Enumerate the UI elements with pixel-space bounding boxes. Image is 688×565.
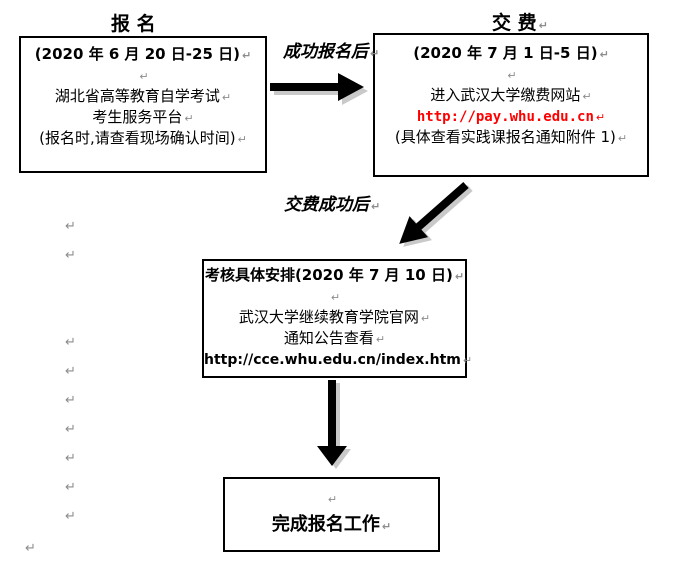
register-step-title-text: 报 名 bbox=[111, 13, 156, 35]
right-arrow-icon bbox=[270, 73, 368, 105]
return-mark-icon: ↵ bbox=[139, 70, 149, 83]
return-mark-icon: ↵ bbox=[617, 132, 628, 145]
return-mark-icon: ↵ bbox=[582, 90, 592, 103]
pay-date-line: (2020 年 7 月 1 日-5 日)↵ bbox=[375, 43, 647, 64]
return-mark-icon: ↵ bbox=[221, 91, 232, 104]
pay-to-assessment-label: 交费成功后↵ bbox=[284, 190, 380, 215]
assessment-line-1: 武汉大学继续教育学院官网↵ bbox=[204, 307, 465, 328]
assessment-line-1-text: 武汉大学继续教育学院官网 bbox=[238, 308, 419, 326]
pay-step-title: 交 费↵ bbox=[492, 8, 548, 35]
blank-line: ↵ bbox=[375, 64, 647, 85]
paragraph-mark-icon: ↵ bbox=[65, 480, 76, 495]
register-line-1-text: 湖北省高等教育自学考试 bbox=[54, 87, 220, 105]
assessment-line-2-text: 通知公告查看 bbox=[283, 329, 374, 347]
register-date-text: (2020 年 6 月 20 日-25 日) bbox=[34, 45, 240, 63]
pay-to-assessment-label-text: 交费成功后 bbox=[284, 195, 369, 215]
register-line-2-text: 考生服务平台 bbox=[92, 108, 183, 126]
return-mark-icon: ↵ bbox=[462, 354, 473, 367]
register-line-3-text: (报名时,请查看现场确认时间) bbox=[39, 129, 236, 147]
assessment-title-line: 考核具体安排(2020 年 7 月 10 日)↵ bbox=[204, 265, 465, 286]
return-mark-icon: ↵ bbox=[599, 48, 609, 61]
register-line-2: 考生服务平台↵ bbox=[21, 107, 265, 128]
return-mark-icon: ↵ bbox=[420, 312, 431, 325]
pay-line-1: 进入武汉大学缴费网站↵ bbox=[375, 85, 647, 106]
pay-url-line: http://pay.whu.edu.cn↵ bbox=[375, 106, 647, 127]
register-box: (2020 年 6 月 20 日-25 日)↵ ↵ 湖北省高等教育自学考试↵ 考… bbox=[19, 36, 267, 173]
register-line-1: 湖北省高等教育自学考试↵ bbox=[21, 86, 265, 107]
return-mark-icon: ↵ bbox=[507, 69, 517, 82]
paragraph-mark-icon: ↵ bbox=[65, 393, 76, 408]
complete-line-text: 完成报名工作 bbox=[271, 514, 380, 535]
paragraph-mark-icon: ↵ bbox=[65, 364, 76, 379]
pay-box: (2020 年 7 月 1 日-5 日)↵ ↵ 进入武汉大学缴费网站↵ http… bbox=[373, 33, 649, 177]
register-date-line: (2020 年 6 月 20 日-25 日)↵ bbox=[21, 44, 265, 65]
return-mark-icon: ↵ bbox=[381, 520, 392, 533]
assessment-box: 考核具体安排(2020 年 7 月 10 日)↵ ↵ 武汉大学继续教育学院官网↵… bbox=[202, 259, 472, 378]
register-to-pay-label: 成功报名后↵ bbox=[283, 37, 379, 62]
return-mark-icon: ↵ bbox=[538, 19, 548, 32]
pay-line-2: (具体查看实践课报名通知附件 1)↵ bbox=[375, 127, 647, 148]
pay-step-title-text: 交 费 bbox=[492, 12, 537, 34]
pay-line-2-text: (具体查看实践课报名通知附件 1) bbox=[394, 128, 616, 146]
return-mark-icon: ↵ bbox=[375, 333, 386, 346]
complete-line: 完成报名工作↵ bbox=[225, 510, 438, 540]
register-line-3: (报名时,请查看现场确认时间)↵ bbox=[21, 128, 265, 149]
register-step-title: 报 名 bbox=[111, 9, 156, 36]
pay-url-text: http://pay.whu.edu.cn bbox=[416, 109, 594, 125]
assessment-url-line: http://cce.whu.edu.cn/index.htm↵ bbox=[204, 349, 472, 370]
diagonal-down-left-arrow-icon bbox=[399, 181, 473, 247]
paragraph-mark-icon: ↵ bbox=[25, 541, 36, 556]
assessment-line-2: 通知公告查看↵ bbox=[204, 328, 465, 349]
pay-line-1-text: 进入武汉大学缴费网站 bbox=[430, 86, 581, 104]
return-mark-icon: ↵ bbox=[241, 49, 252, 62]
return-mark-icon: ↵ bbox=[330, 291, 341, 304]
paragraph-mark-icon: ↵ bbox=[65, 248, 76, 263]
register-to-pay-label-text: 成功报名后 bbox=[283, 42, 368, 62]
blank-line: ↵ bbox=[225, 486, 438, 510]
assessment-title-text: 考核具体安排(2020 年 7 月 10 日) bbox=[204, 266, 453, 284]
return-mark-icon: ↵ bbox=[237, 133, 247, 146]
return-mark-icon: ↵ bbox=[454, 270, 465, 283]
paragraph-mark-icon: ↵ bbox=[65, 509, 76, 524]
down-arrow-icon bbox=[317, 380, 351, 469]
paragraph-mark-icon: ↵ bbox=[65, 335, 76, 350]
paragraph-mark-icon: ↵ bbox=[65, 219, 76, 234]
assessment-url-text: http://cce.whu.edu.cn/index.htm bbox=[204, 352, 461, 368]
return-mark-icon: ↵ bbox=[595, 111, 606, 124]
return-mark-icon: ↵ bbox=[184, 112, 194, 125]
return-mark-icon: ↵ bbox=[370, 47, 380, 60]
return-mark-icon: ↵ bbox=[327, 493, 338, 506]
paragraph-mark-icon: ↵ bbox=[65, 422, 76, 437]
paragraph-mark-icon: ↵ bbox=[65, 451, 76, 466]
pay-date-text: (2020 年 7 月 1 日-5 日) bbox=[413, 44, 598, 62]
blank-line: ↵ bbox=[21, 65, 265, 86]
complete-box: ↵ 完成报名工作↵ bbox=[223, 477, 440, 552]
blank-line: ↵ bbox=[204, 286, 465, 307]
return-mark-icon: ↵ bbox=[371, 200, 381, 213]
